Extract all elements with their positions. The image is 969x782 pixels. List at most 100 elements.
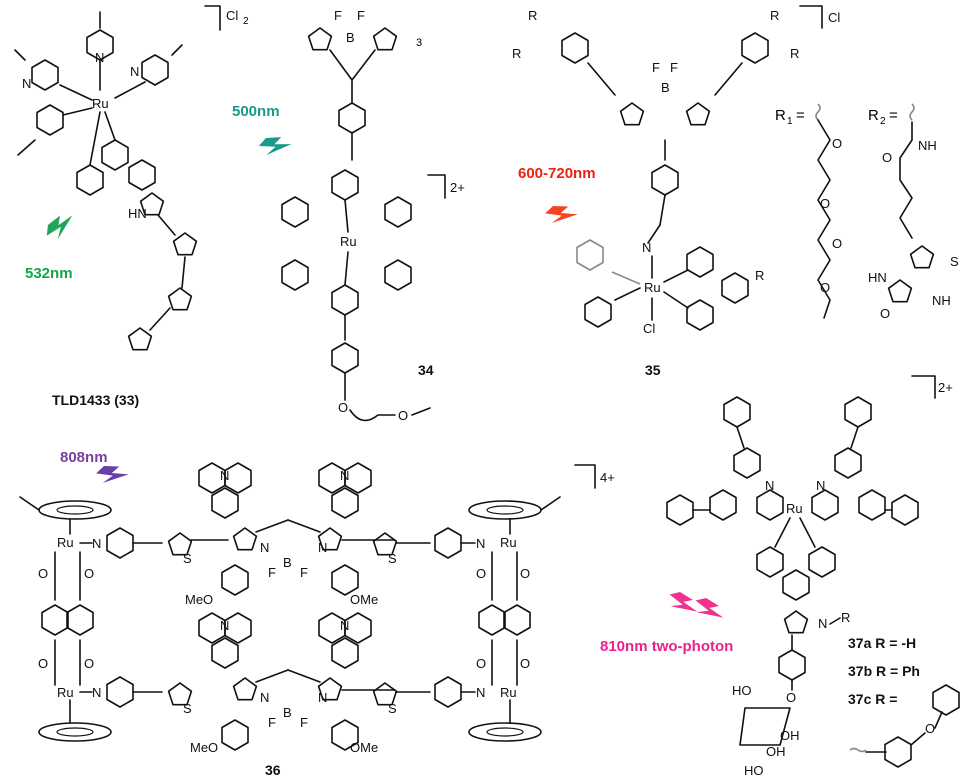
- bodipy-pyrrole: [372, 27, 398, 51]
- b-atom: B: [346, 30, 355, 45]
- phenanthroline-ring: [101, 139, 129, 171]
- phenanthroline-ring: [721, 272, 749, 304]
- o-atom: O: [38, 566, 48, 581]
- phenanthroline-ring: [782, 569, 810, 601]
- s-atom: S: [388, 551, 397, 566]
- n-atom: N: [260, 540, 269, 555]
- o-atom: O: [832, 236, 842, 251]
- methoxy-label: OMe: [350, 592, 378, 607]
- label-37b: 37b R = Ph: [848, 663, 920, 679]
- r1-substituent: R: [770, 8, 779, 23]
- n-atom: N: [22, 76, 31, 91]
- methoxy-label: OMe: [350, 740, 378, 755]
- phenanthroline-ring: [128, 159, 156, 191]
- pyridine-ring: [434, 676, 462, 708]
- n-atom: N: [95, 50, 104, 65]
- label-tld1433: TLD1433 (33): [52, 392, 139, 408]
- sugar-ring: [739, 707, 791, 746]
- r2-equals: =: [889, 107, 898, 124]
- r1-definition-label: R: [775, 107, 786, 124]
- cymene-ring: [38, 500, 112, 520]
- thiophene-ring: [127, 327, 153, 351]
- o-atom: O: [520, 656, 530, 671]
- pyridine-ring: [36, 104, 64, 136]
- julolidine-ring: [331, 487, 359, 519]
- n-atom: N: [318, 540, 327, 555]
- counterion-33: Cl: [226, 8, 238, 23]
- lightning-bolt-810-b: [690, 591, 726, 629]
- phenanthroline-ring: [834, 447, 862, 479]
- ruthenium-atom: Ru: [340, 234, 357, 249]
- f-atom: F: [670, 60, 678, 75]
- phenyl-ring: [723, 396, 751, 428]
- wavelength-500nm: 500nm: [232, 103, 280, 120]
- phenanthroline-ring: [858, 489, 886, 521]
- pyridine-ring: [106, 676, 134, 708]
- counterion-33-subscript: 2: [243, 16, 249, 27]
- o-atom: O: [820, 280, 830, 295]
- anisole-ring: [221, 564, 249, 596]
- terpyridine-ring: [281, 259, 309, 291]
- label-37c: 37c R =: [848, 691, 897, 707]
- terpyridine-ring: [331, 284, 359, 316]
- charge-36: 4+: [600, 470, 615, 485]
- o-atom: O: [38, 656, 48, 671]
- lightning-bolt-500: [256, 130, 293, 162]
- nh-label: NH: [932, 293, 951, 308]
- methoxy-label: MeO: [190, 740, 218, 755]
- terpyridine-ring: [281, 196, 309, 228]
- quinone-ring: [66, 604, 94, 636]
- phenanthroline-ring: [808, 546, 836, 578]
- hydroxyl-label: HO: [744, 763, 764, 778]
- pyridine-ring: [31, 59, 59, 91]
- b-atom: B: [661, 80, 670, 95]
- quinone-ring: [41, 604, 69, 636]
- pyridine-ring: [434, 527, 462, 559]
- phenanthroline-ring: [811, 489, 839, 521]
- r1-substituent: R: [528, 8, 537, 23]
- aryl-ring: [561, 32, 589, 64]
- n-atom: N: [92, 536, 101, 551]
- thiophene-ring: [167, 287, 193, 311]
- charge-34: 2+: [450, 180, 465, 195]
- phenyl-ring: [778, 649, 806, 681]
- n-atom: N: [130, 64, 139, 79]
- ruthenium-atom: Ru: [644, 280, 661, 295]
- anisole-ring: [221, 719, 249, 751]
- label-35: 35: [645, 362, 661, 378]
- phenyl-ring: [338, 102, 366, 134]
- o-atom: O: [520, 566, 530, 581]
- o-atom: O: [476, 566, 486, 581]
- phenanthroline-ring: [686, 299, 714, 331]
- s-atom: S: [388, 701, 397, 716]
- pyridine-ring: [141, 54, 169, 86]
- o-atom: O: [925, 721, 935, 736]
- pyridine-ring: [106, 527, 134, 559]
- anisole-ring: [331, 564, 359, 596]
- phenanthroline-ring: [756, 489, 784, 521]
- r2-substituent: R: [755, 268, 764, 283]
- n-atom: N: [260, 690, 269, 705]
- label-36: 36: [265, 762, 281, 778]
- o-atom: O: [476, 656, 486, 671]
- n-atom: N: [476, 536, 485, 551]
- o-atom: O: [786, 690, 796, 705]
- o-atom: O: [880, 306, 890, 321]
- n-atom: N: [220, 468, 229, 483]
- compound-36-structure: 4+ Ru Ru Ru Ru O O O: [19, 462, 615, 755]
- f-atom: F: [357, 8, 365, 23]
- ruthenium-atom: Ru: [92, 96, 109, 111]
- imidazole-ring: [783, 610, 809, 634]
- bodipy-pyrrole: [619, 102, 645, 126]
- r1-definition-subscript: 1: [787, 116, 793, 127]
- phenanthroline-ring: [686, 246, 714, 278]
- phenanthroline-ring: [756, 546, 784, 578]
- s-atom: S: [183, 551, 192, 566]
- b-atom: B: [283, 705, 292, 720]
- terpyridine-ring: [384, 259, 412, 291]
- bodipy-pyrrole: [685, 102, 711, 126]
- bodipy-count: 3: [416, 37, 422, 49]
- n-atom: N: [816, 478, 825, 493]
- bodipy-pyrrole: [232, 527, 258, 551]
